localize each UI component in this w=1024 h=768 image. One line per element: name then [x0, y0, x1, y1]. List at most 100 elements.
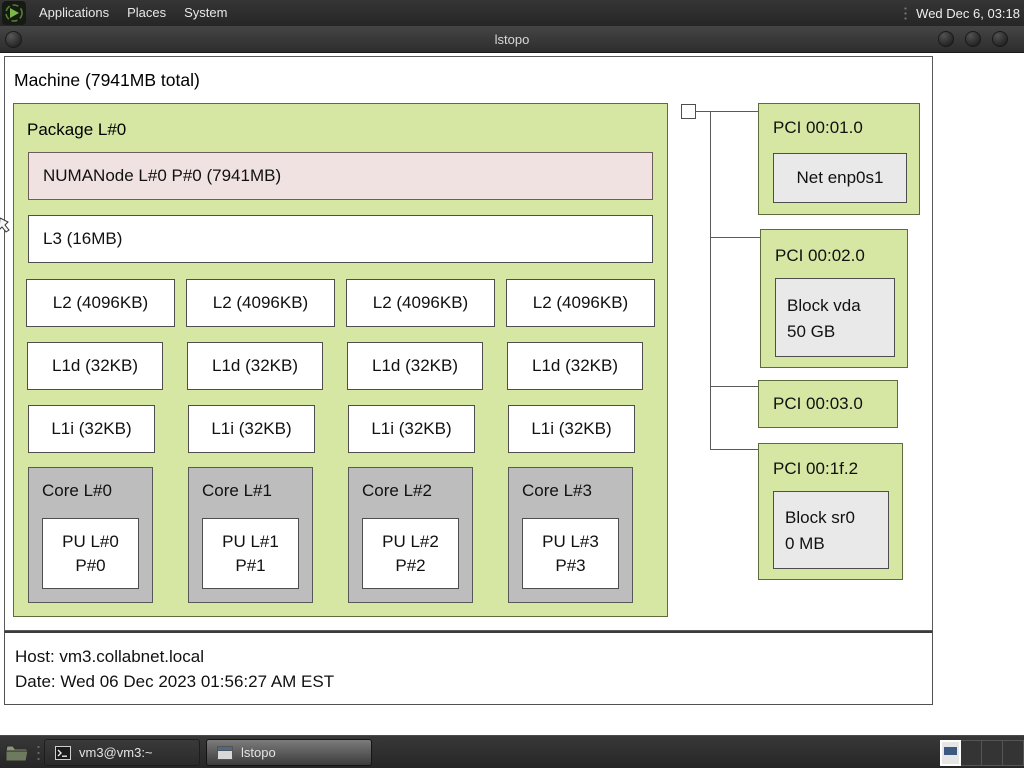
pci-label: PCI 00:1f.2 [773, 459, 859, 478]
l2-cache-box: L2 (4096KB) [26, 279, 175, 327]
l1d-cache-box: L1d (32KB) [187, 342, 323, 390]
top-panel: Applications Places System Wed Dec 6, 03… [0, 0, 1024, 26]
pci-label: PCI 00:02.0 [775, 246, 865, 265]
distro-menu-icon[interactable] [2, 1, 26, 25]
folder-icon [5, 745, 29, 761]
l1i-cache-label: L1i (32KB) [531, 419, 612, 438]
net-device-label: Net enp0s1 [796, 168, 884, 187]
green-swirl-icon [5, 4, 23, 22]
panel-grip-handle[interactable] [903, 5, 909, 21]
workspace-4[interactable] [1003, 740, 1024, 766]
maximize-button[interactable] [965, 31, 981, 47]
l1d-cache-box: L1d (32KB) [347, 342, 483, 390]
pu-label: PU L#3 [542, 532, 599, 551]
l2-cache-box: L2 (4096KB) [506, 279, 655, 327]
task-button-terminal[interactable]: vm3@vm3:~ [44, 739, 200, 766]
legend-host: Host: vm3.collabnet.local [15, 647, 204, 666]
task-label: lstopo [241, 745, 276, 760]
taskbar-separator [36, 744, 41, 761]
block-device-box: Block vda 50 GB [775, 278, 895, 357]
l1d-cache-label: L1d (32KB) [532, 356, 618, 375]
workspace-1[interactable] [940, 740, 961, 766]
block-device-label: Block vda [787, 296, 861, 315]
pci-box: PCI 00:02.0 Block vda 50 GB [760, 229, 908, 368]
workspace-3[interactable] [982, 740, 1003, 766]
pci-box: PCI 00:01.0 Net enp0s1 [758, 103, 920, 215]
window-titlebar[interactable]: lstopo [0, 26, 1024, 53]
pci-label: PCI 00:01.0 [773, 118, 863, 137]
clock-applet[interactable]: Wed Dec 6, 03:18 [916, 5, 1020, 21]
panel-right-area: Wed Dec 6, 03:18 [903, 0, 1020, 26]
pu-plabel: P#3 [555, 556, 586, 575]
l3-cache-label: L3 (16MB) [43, 229, 123, 248]
block-device-size: 0 MB [785, 534, 825, 553]
pci-branch-line [710, 237, 760, 238]
core-label: Core L#1 [202, 481, 272, 500]
l2-cache-box: L2 (4096KB) [346, 279, 495, 327]
window-icon [217, 745, 233, 760]
workspace-switcher [940, 740, 1024, 766]
pu-label: PU L#2 [382, 532, 439, 551]
pu-label: PU L#0 [62, 532, 119, 551]
menu-system[interactable]: System [184, 5, 228, 20]
bottom-taskbar: vm3@vm3:~ lstopo [0, 735, 1024, 768]
l1i-cache-label: L1i (32KB) [371, 419, 452, 438]
show-desktop-icon[interactable] [3, 740, 31, 765]
pci-branch-line [710, 386, 758, 387]
l2-cache-label: L2 (4096KB) [212, 293, 309, 312]
pci-box: PCI 00:1f.2 Block sr0 0 MB [758, 443, 903, 580]
pci-branch-line [710, 449, 758, 450]
mouse-cursor [0, 216, 11, 239]
task-button-lstopo[interactable]: lstopo [206, 739, 372, 766]
l1d-cache-box: L1d (32KB) [27, 342, 163, 390]
lstopo-canvas: Machine (7941MB total) Package L#0 NUMAN… [0, 53, 1024, 735]
workspace-window-thumb [944, 747, 957, 755]
legend-box: Host: vm3.collabnet.local Date: Wed 06 D… [4, 631, 933, 705]
pu-plabel: P#2 [395, 556, 426, 575]
pu-plabel: P#1 [235, 556, 266, 575]
l1d-cache-box: L1d (32KB) [507, 342, 643, 390]
pu-label: PU L#1 [222, 532, 279, 551]
pci-label: PCI 00:03.0 [773, 394, 863, 413]
block-device-label: Block sr0 [785, 508, 855, 527]
menu-places[interactable]: Places [127, 5, 167, 20]
pci-box: PCI 00:03.0 [758, 380, 898, 428]
l1i-cache-box: L1i (32KB) [508, 405, 635, 453]
l1i-cache-box: L1i (32KB) [188, 405, 315, 453]
window-controls [938, 31, 1008, 47]
net-device-box: Net enp0s1 [773, 153, 907, 203]
l2-cache-box: L2 (4096KB) [186, 279, 335, 327]
l2-cache-label: L2 (4096KB) [52, 293, 149, 312]
pci-branch-line [696, 111, 758, 112]
minimize-button[interactable] [938, 31, 954, 47]
workspace-2[interactable] [961, 740, 982, 766]
close-button[interactable] [992, 31, 1008, 47]
legend-date: Date: Wed 06 Dec 2023 01:56:27 AM EST [15, 672, 335, 691]
block-device-size: 50 GB [787, 322, 836, 341]
window-menu-icon[interactable] [5, 31, 22, 48]
l2-cache-label: L2 (4096KB) [532, 293, 629, 312]
machine-label: Machine (7941MB total) [14, 70, 200, 90]
core-label: Core L#3 [522, 481, 592, 500]
l1i-cache-label: L1i (32KB) [211, 419, 292, 438]
window-title: lstopo [494, 32, 530, 47]
l1i-cache-box: L1i (32KB) [348, 405, 475, 453]
l2-cache-label: L2 (4096KB) [372, 293, 469, 312]
pci-bridge-square [681, 104, 696, 119]
menu-applications[interactable]: Applications [39, 5, 110, 20]
l1d-cache-label: L1d (32KB) [372, 356, 458, 375]
l3-cache-box: L3 (16MB) [28, 215, 653, 263]
panel-menus: Applications Places System [30, 0, 236, 26]
pci-trunk-line [710, 111, 711, 450]
l1i-cache-label: L1i (32KB) [51, 419, 132, 438]
block-device-box: Block sr0 0 MB [773, 491, 889, 569]
task-label: vm3@vm3:~ [79, 745, 153, 760]
